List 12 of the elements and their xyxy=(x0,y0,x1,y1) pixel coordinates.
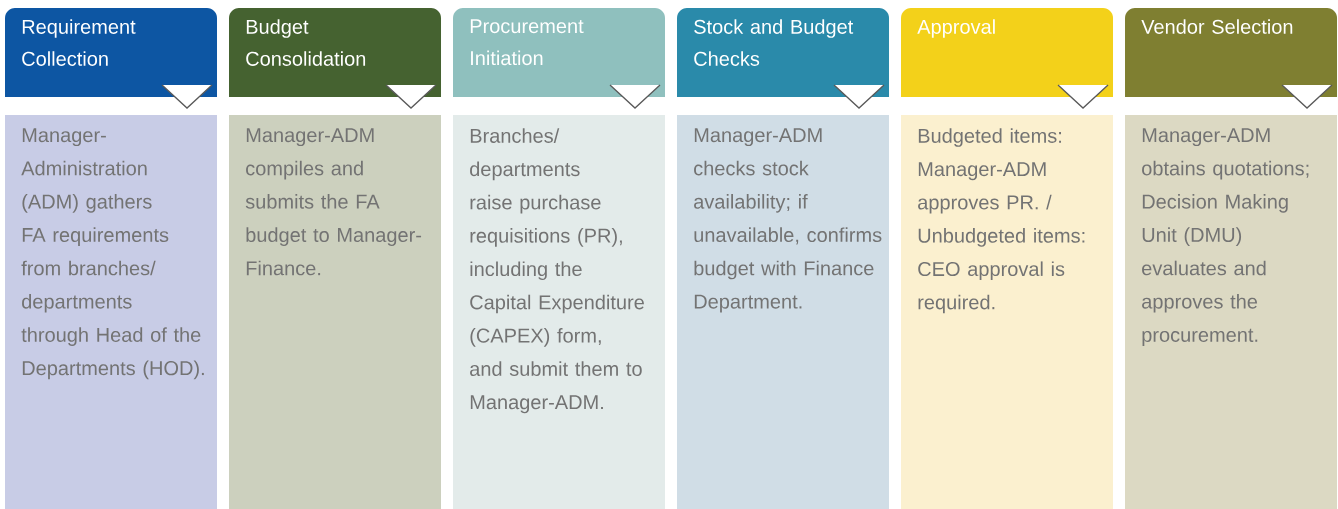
header-tab: Requirement Collection xyxy=(5,8,217,97)
description-box: Manager-ADM compiles and submits the FA budget to Manager-Finance. xyxy=(229,115,441,509)
description-box: Manager-Administration (ADM) gathers FA requirements from branches/ departments through Head of the Departments (HOD). xyxy=(5,115,217,509)
description-box: Branches/ departments raise purchase requisitions (PR), including the Capital Expenditure (CAPEX) form, and submit them to Manager-ADM. xyxy=(453,115,665,509)
header-tab: Approval xyxy=(901,8,1113,97)
header-tab: Vendor Selection xyxy=(1125,8,1337,97)
description-box: Manager-ADM obtains quotations; Decision Making Unit (DMU) evaluates and approves the procurement. xyxy=(1125,115,1337,509)
header-tab: Procurement Initiation xyxy=(453,8,665,97)
description-box: Budgeted items: Manager-ADM approves PR. / Unbudgeted items: CEO approval is required. xyxy=(901,115,1113,509)
header-tab: Budget Consolidation xyxy=(229,8,441,97)
header-tab: Stock and Budget Checks xyxy=(677,8,889,97)
description-box: Manager-ADM checks stock availability; if unavailable, confirms budget with Finance Department. xyxy=(677,115,889,509)
